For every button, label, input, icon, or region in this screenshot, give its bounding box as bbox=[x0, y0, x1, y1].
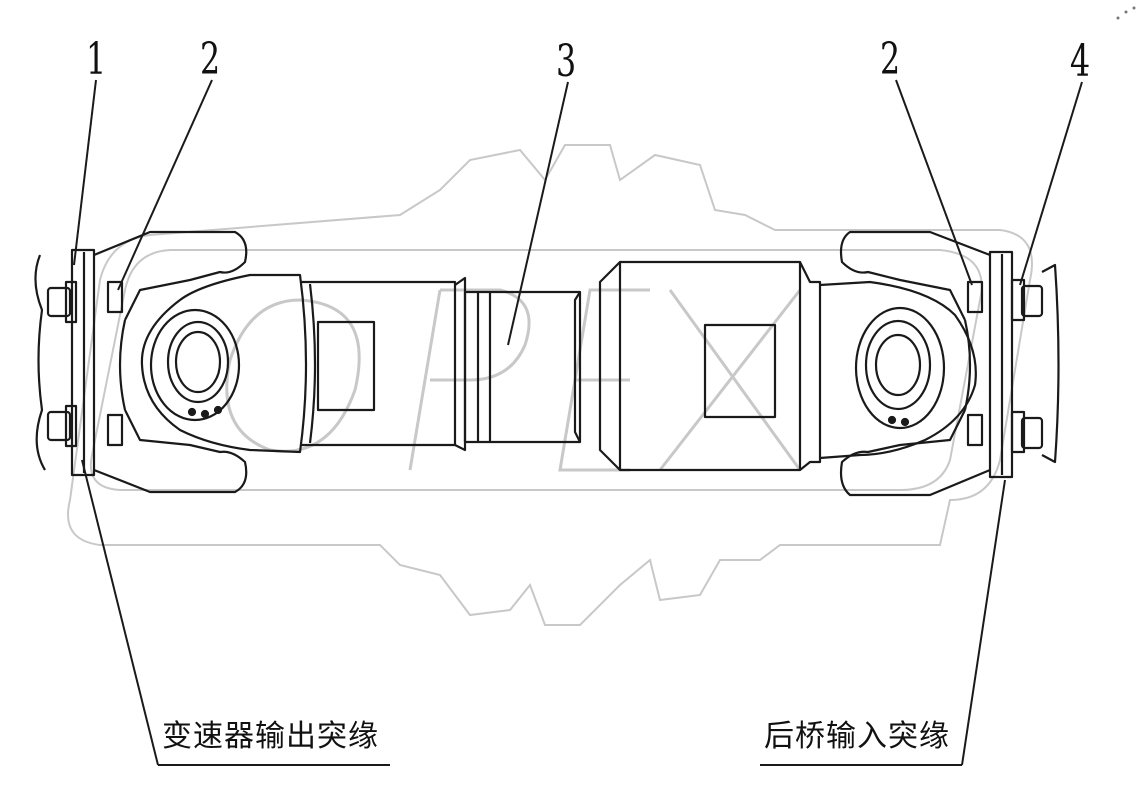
right-yoke-ear-top bbox=[839, 230, 991, 321]
left-flange-plate bbox=[70, 248, 96, 477]
leader-line-right-flange bbox=[961, 479, 1006, 766]
right-bolt-bottom-inner-nut bbox=[966, 413, 984, 447]
right-balance-plate bbox=[703, 323, 777, 419]
right-axle-flange bbox=[1041, 263, 1060, 464]
right-bearing-cup-ring bbox=[874, 333, 922, 397]
watermark-letter-p bbox=[408, 288, 531, 471]
right-flange bbox=[966, 250, 1060, 479]
left-bolt-top-head bbox=[46, 286, 72, 318]
callout-1: 1 bbox=[86, 34, 107, 85]
leader-line-2-left bbox=[117, 79, 213, 291]
center-shaft bbox=[463, 290, 582, 444]
left-bearing-cup-outer bbox=[149, 308, 241, 422]
right-bearing-cup-inner bbox=[864, 319, 932, 411]
leader-line-left-flange bbox=[81, 459, 159, 766]
right-bearing-cup-outer bbox=[854, 306, 946, 430]
left-bearing-dot-3 bbox=[213, 405, 223, 415]
corner-mark bbox=[1116, 6, 1136, 20]
callout-4: 4 bbox=[1070, 36, 1091, 87]
left-flange-outer-edge bbox=[34, 254, 46, 471]
left-bearing-dot-1 bbox=[187, 407, 197, 417]
right-slip-yoke bbox=[819, 280, 977, 460]
right-bolt-top-head bbox=[1020, 284, 1044, 318]
left-slip-yoke-outline bbox=[140, 273, 308, 454]
left-bolt-bottom-head bbox=[46, 410, 72, 442]
left-flange-yoke bbox=[93, 230, 248, 494]
left-yoke-ear-top bbox=[93, 230, 248, 321]
left-bearing-cup-ring bbox=[174, 330, 222, 394]
caption-rear-axle-input-flange: 后桥输入突缘 bbox=[764, 719, 950, 754]
left-bolt-bottom-inner-nut bbox=[106, 413, 124, 447]
watermark-gear-inner bbox=[89, 249, 983, 491]
center-shaft-body bbox=[463, 290, 582, 444]
left-bolt-top-inner-nut bbox=[106, 280, 124, 314]
watermark-gear-outline bbox=[67, 144, 1033, 626]
left-flange bbox=[34, 248, 124, 477]
caption-transmission-output-flange: 变速器输出突缘 bbox=[162, 719, 379, 754]
right-flange-yoke bbox=[839, 230, 991, 497]
left-yoke-body bbox=[118, 319, 127, 411]
right-slip-yoke-outline bbox=[819, 280, 977, 460]
left-slip-yoke bbox=[140, 273, 308, 454]
callout-3: 3 bbox=[556, 36, 577, 87]
right-bolt-bottom-head bbox=[1020, 416, 1044, 450]
callout-2-left: 2 bbox=[200, 34, 221, 85]
left-bolt-bottom-nut bbox=[64, 404, 78, 448]
left-balance-plate bbox=[316, 320, 376, 412]
left-bearing-dot-2 bbox=[200, 409, 210, 419]
right-slip-sleeve bbox=[573, 260, 822, 472]
right-bolt-bottom-nut bbox=[1010, 410, 1026, 454]
left-tube-outline bbox=[300, 280, 457, 447]
right-flange-plate bbox=[988, 250, 1014, 479]
right-sleeve-outline bbox=[598, 260, 822, 472]
right-bolt-top-inner-nut bbox=[966, 280, 984, 314]
right-yoke-ear-bottom bbox=[839, 409, 991, 497]
leader-line-3 bbox=[507, 81, 569, 346]
right-bearing-dot-2 bbox=[900, 417, 910, 427]
left-bolt-top-nut bbox=[64, 280, 78, 324]
leader-line-4 bbox=[1019, 81, 1083, 286]
left-bearing-cup-inner bbox=[166, 320, 230, 404]
left-tube-end-curve bbox=[308, 283, 317, 444]
right-bearing-dot-1 bbox=[887, 415, 897, 425]
callout-2-right: 2 bbox=[880, 34, 901, 85]
watermark-letter-x bbox=[658, 289, 802, 471]
right-yoke-body bbox=[963, 319, 972, 411]
drive-shaft-assembly bbox=[34, 230, 1060, 497]
leader-line-2-right bbox=[895, 79, 973, 286]
right-sleeve-neck bbox=[573, 291, 581, 443]
leader-line-1 bbox=[73, 79, 97, 266]
left-tube-taper bbox=[454, 276, 467, 452]
left-yoke-ear-bottom bbox=[93, 409, 248, 494]
leader-lines bbox=[73, 79, 1083, 766]
right-bolt-top-nut bbox=[1010, 278, 1026, 322]
